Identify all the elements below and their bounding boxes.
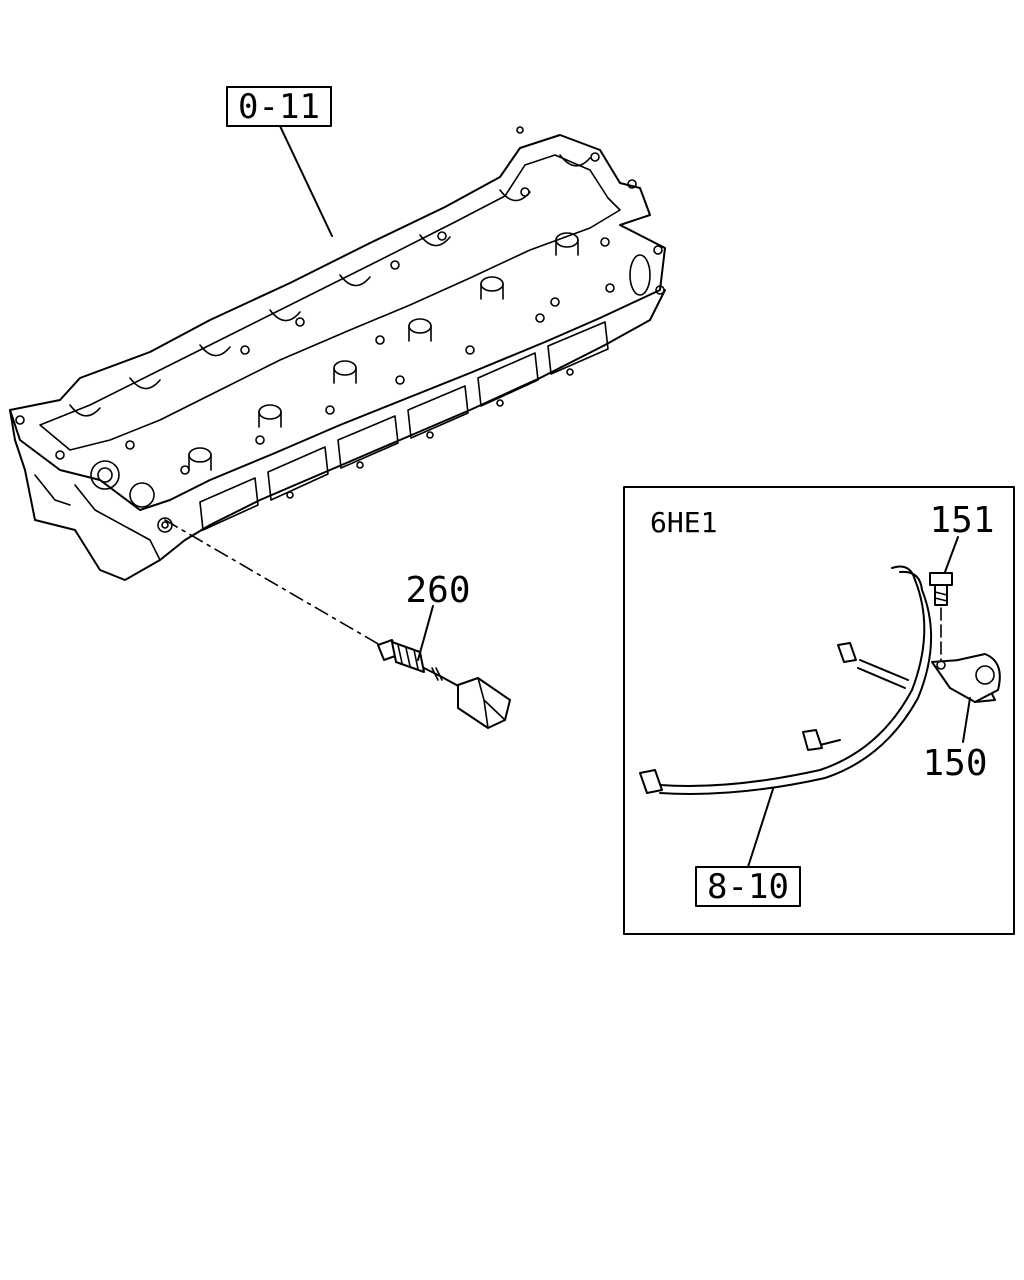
ref-box-harness xyxy=(695,866,801,907)
sensor-mounting-line xyxy=(164,519,381,646)
bolt-drawing xyxy=(929,572,953,661)
ref-cylinder-head: 0-11 xyxy=(238,87,320,127)
harness-drawing xyxy=(639,565,933,795)
variant-label: 6HE1 xyxy=(650,506,717,539)
leader-0-11 xyxy=(279,125,333,237)
bracket-drawing xyxy=(931,653,1001,703)
leader-151 xyxy=(944,536,959,573)
callout-bolt: 151 xyxy=(929,500,994,541)
leader-150 xyxy=(962,697,971,743)
leader-260 xyxy=(417,605,434,661)
detail-frame xyxy=(623,486,1015,935)
ref-harness: 8-10 xyxy=(707,867,789,907)
cylinder-head-drawing xyxy=(9,126,666,581)
ref-box-cylinder-head xyxy=(226,86,332,127)
leader-8-10 xyxy=(747,788,774,868)
sensor-drawing xyxy=(377,639,511,729)
callout-bracket: 150 xyxy=(922,743,987,784)
callout-sensor: 260 xyxy=(405,570,470,611)
